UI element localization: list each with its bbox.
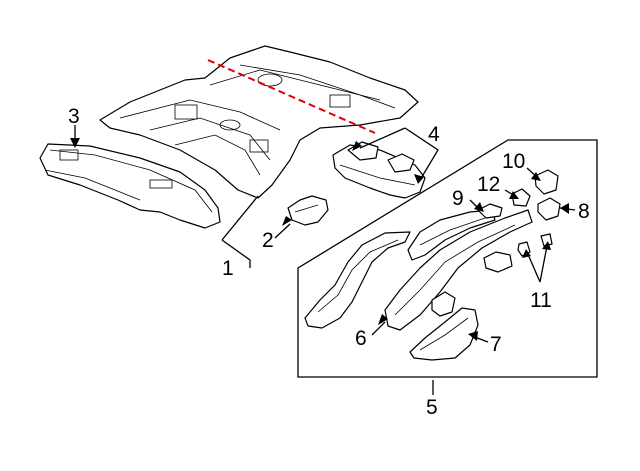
bracket-8[interactable] [537, 197, 561, 221]
arrowhead-12 [509, 191, 519, 199]
bracket-9[interactable] [477, 203, 503, 219]
leader-6 [371, 321, 386, 336]
arrowhead-10 [531, 172, 541, 181]
callout-11[interactable]: 11 [530, 289, 552, 312]
callout-7[interactable]: 7 [490, 333, 502, 356]
bracket-11[interactable] [483, 233, 553, 273]
leader-11a [526, 251, 541, 283]
leader-11b [539, 245, 548, 283]
callout-3[interactable]: 3 [68, 105, 80, 128]
side-rail-left[interactable] [304, 231, 411, 329]
group-5-frame [297, 139, 598, 378]
arrowhead-4b [414, 174, 424, 184]
floor-bracket[interactable] [287, 195, 329, 226]
rear-panel-extension[interactable] [332, 141, 426, 199]
cut-line [207, 59, 376, 134]
rear-frame-rail[interactable] [384, 209, 533, 331]
arrowhead-6 [378, 314, 388, 325]
arrowhead-7 [468, 331, 478, 341]
callout-4[interactable]: 4 [428, 123, 440, 146]
bracket-12[interactable] [511, 188, 531, 207]
callout-1[interactable]: 1 [222, 257, 234, 280]
arrowhead-11a [522, 249, 531, 258]
arrowhead-11b [542, 241, 551, 250]
leader-2 [274, 223, 291, 239]
arrowhead-2 [282, 216, 292, 226]
callout-6[interactable]: 6 [355, 327, 367, 350]
callout-2[interactable]: 2 [262, 229, 274, 252]
rail-extension[interactable] [409, 291, 479, 361]
callout-5[interactable]: 5 [426, 396, 438, 419]
crossmember[interactable] [39, 143, 221, 229]
callout-8[interactable]: 8 [578, 200, 590, 223]
callout-12[interactable]: 12 [477, 173, 500, 196]
bracket-10[interactable] [534, 169, 559, 195]
callout-10[interactable]: 10 [502, 150, 525, 173]
arrowhead-3 [70, 138, 80, 148]
arrowhead-8 [560, 203, 569, 214]
callout-9[interactable]: 9 [452, 187, 464, 210]
arrowhead-9 [474, 202, 484, 212]
leader-1 [221, 195, 259, 241]
arrowhead-4a [352, 141, 362, 151]
leader-1b [221, 239, 251, 268]
leader-4b [359, 127, 406, 149]
rear-floor-pan[interactable] [99, 45, 419, 199]
leader-4 [404, 127, 439, 181]
